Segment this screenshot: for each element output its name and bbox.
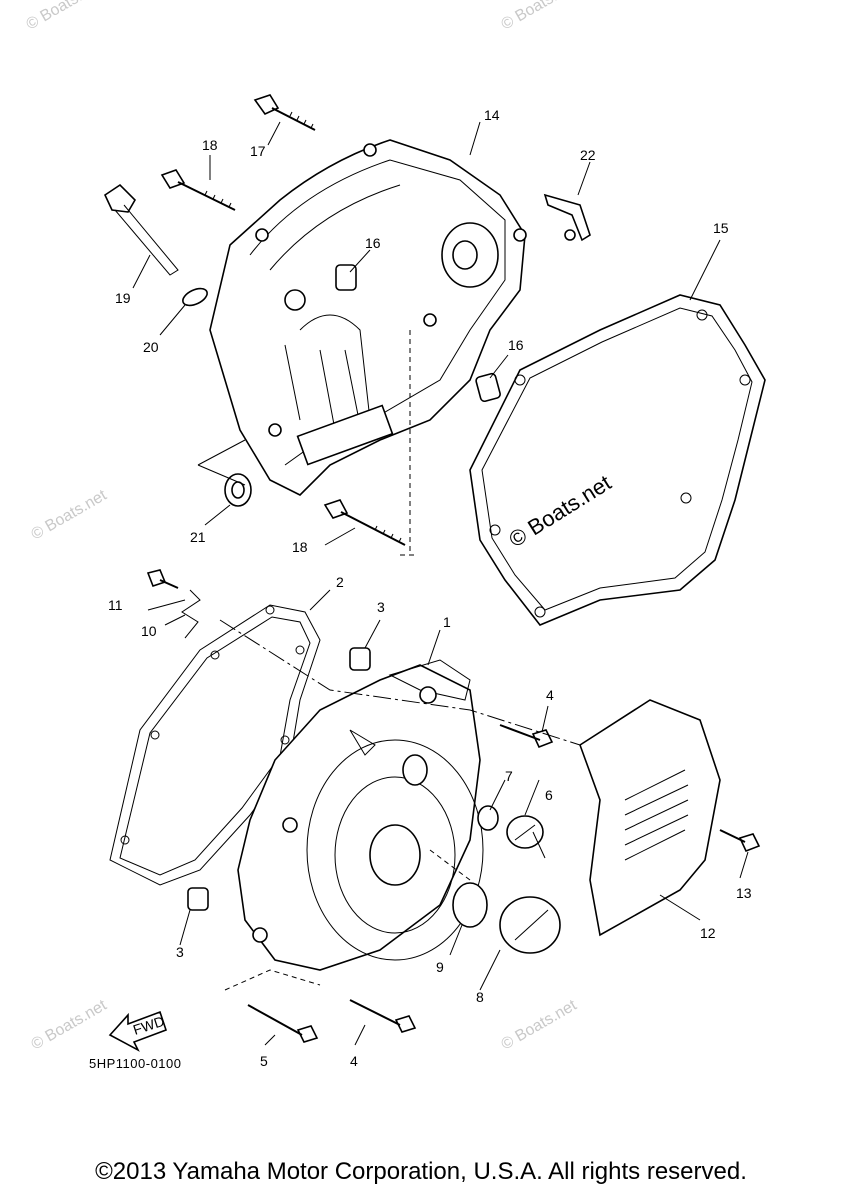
callout-4-a: 4 — [546, 687, 554, 703]
callout-14: 14 — [484, 107, 500, 123]
watermark-mid-left: © Boats.net — [29, 487, 111, 544]
callout-19: 19 — [115, 290, 131, 306]
callout-16-b: 16 — [508, 337, 524, 353]
crankcase-cover-14 — [209, 139, 527, 496]
dowel-pins-3 — [187, 647, 371, 911]
watermark-bottom-left: © Boats.net — [29, 997, 111, 1054]
oil-seal-21 — [224, 473, 252, 507]
callout-5: 5 — [260, 1053, 268, 1069]
callout-3-b: 3 — [176, 944, 184, 960]
leader-lines-lower — [147, 589, 749, 1046]
copyright-footer: ©2013 Yamaha Motor Corporation, U.S.A. A… — [95, 1158, 747, 1185]
callout-21: 21 — [190, 529, 206, 545]
watermark-center: © Boats.net — [504, 470, 615, 552]
callout-20: 20 — [143, 339, 159, 355]
callout-18-a: 18 — [202, 137, 218, 153]
callout-2: 2 — [336, 574, 344, 590]
callout-10: 10 — [141, 623, 157, 639]
callout-1: 1 — [443, 614, 451, 630]
callout-16-a: 16 — [365, 235, 381, 251]
callout-17: 17 — [250, 143, 266, 159]
callout-18-b: 18 — [292, 539, 308, 555]
callout-12: 12 — [700, 925, 716, 941]
fwd-arrow-icon: FWD — [108, 1010, 168, 1052]
callout-numbers: 14 22 15 16 16 18 17 19 20 21 18 2 3 1 1… — [108, 107, 752, 1069]
crankcase-cover-1 — [237, 659, 484, 971]
callout-4-b: 4 — [350, 1053, 358, 1069]
callout-3-a: 3 — [377, 599, 385, 615]
diagram-part-code: 5HP1100-0100 — [89, 1056, 182, 1071]
callout-7: 7 — [505, 768, 513, 784]
clamp-22 — [543, 193, 591, 242]
callout-22: 22 — [580, 147, 596, 163]
leader-lines-upper — [132, 121, 721, 556]
gasket-15 — [469, 294, 766, 626]
watermark-bottom-right: © Boats.net — [499, 997, 581, 1054]
cover-12 — [579, 699, 721, 937]
oil-dipstick-19 — [103, 183, 208, 307]
callout-13: 13 — [736, 885, 752, 901]
watermark-top-right: © Boats.net — [499, 0, 581, 33]
callout-9: 9 — [436, 959, 444, 975]
bolts-lower — [247, 724, 761, 1043]
bolts-upper — [160, 94, 406, 546]
watermark-top-left: © Boats.net — [24, 0, 106, 33]
clip-10 — [146, 569, 201, 639]
callout-6: 6 — [545, 787, 553, 803]
callout-11: 11 — [108, 597, 123, 613]
callout-8: 8 — [476, 989, 484, 1005]
plugs-and-orings — [452, 805, 561, 954]
callout-15: 15 — [713, 220, 729, 236]
